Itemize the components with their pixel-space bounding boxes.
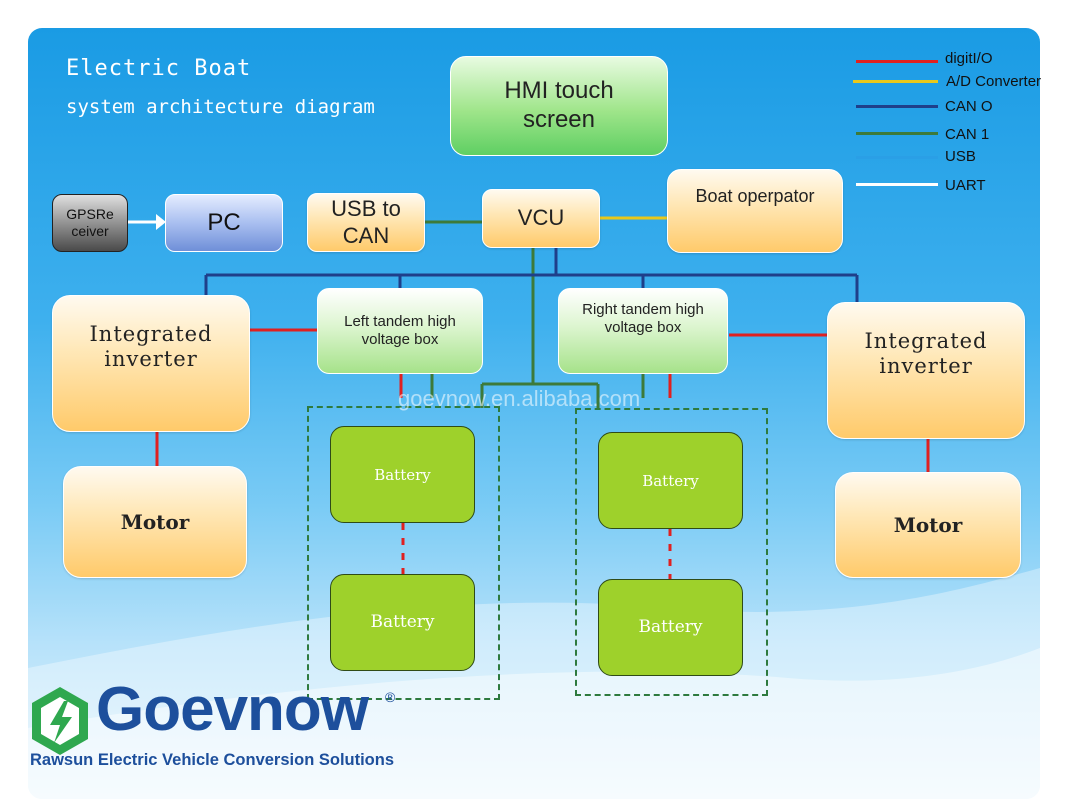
legend-label-can1: CAN 1 [945, 126, 990, 143]
watermark: goevnow.en.alibaba.com [398, 386, 641, 411]
legend-line-digital-io [856, 60, 938, 63]
left-battery-pack-group [307, 406, 500, 700]
left-battery-bottom: Battery [330, 574, 475, 671]
right-motor: Motor [835, 472, 1021, 578]
legend-label-digital-io: digitI/O [945, 50, 993, 67]
legend-line-uart [856, 183, 938, 186]
left-integrated-inverter: Integrated inverter [52, 295, 250, 432]
diagram-title: Electric Boat [66, 56, 252, 81]
logo-registered-mark: ® [385, 689, 396, 705]
legend-line-can1 [856, 132, 938, 135]
legend-label-can0: CAN O [945, 98, 993, 115]
right-battery-pack-group [575, 408, 768, 696]
vcu-node: VCU [482, 189, 600, 248]
legend-line-usb [856, 156, 938, 159]
legend-label-uart: UART [945, 177, 986, 194]
pc-node: PC [165, 194, 283, 252]
legend-label-ad-converter: A/D Converter [946, 73, 1042, 90]
goevnow-logo: Goevnow ® Rawsun Electric Vehicle Conver… [28, 679, 408, 793]
right-battery-top: Battery [598, 432, 743, 529]
gps-receiver: GPSRe ceiver [52, 194, 128, 252]
logo-brand-name: Goevnow [96, 675, 369, 744]
lightning-logo-icon [32, 687, 88, 755]
left-hv-box: Left tandem high voltage box [317, 288, 483, 374]
right-hv-box: Right tandem high voltage box [558, 288, 728, 374]
gps-receiver-line1: GPSRe [66, 206, 114, 223]
hmi-touch-screen: HMI touch screen [450, 56, 668, 156]
background-waves [28, 568, 1040, 799]
left-motor: Motor [63, 466, 247, 578]
legend-label-usb: USB [945, 148, 976, 165]
legend-line-can0 [856, 105, 938, 108]
left-battery-top: Battery [330, 426, 475, 523]
right-battery-bottom: Battery [598, 579, 743, 676]
usb-to-can-node: USB to CAN [307, 193, 425, 252]
gps-receiver-line2: ceiver [71, 223, 109, 239]
legend-line-ad-converter [853, 80, 938, 83]
diagram-subtitle: system architecture diagram [66, 96, 375, 118]
right-integrated-inverter: Integrated inverter [827, 302, 1025, 439]
boat-operator-node: Boat operpator [667, 169, 843, 253]
logo-tagline: Rawsun Electric Vehicle Conversion Solut… [30, 751, 395, 769]
